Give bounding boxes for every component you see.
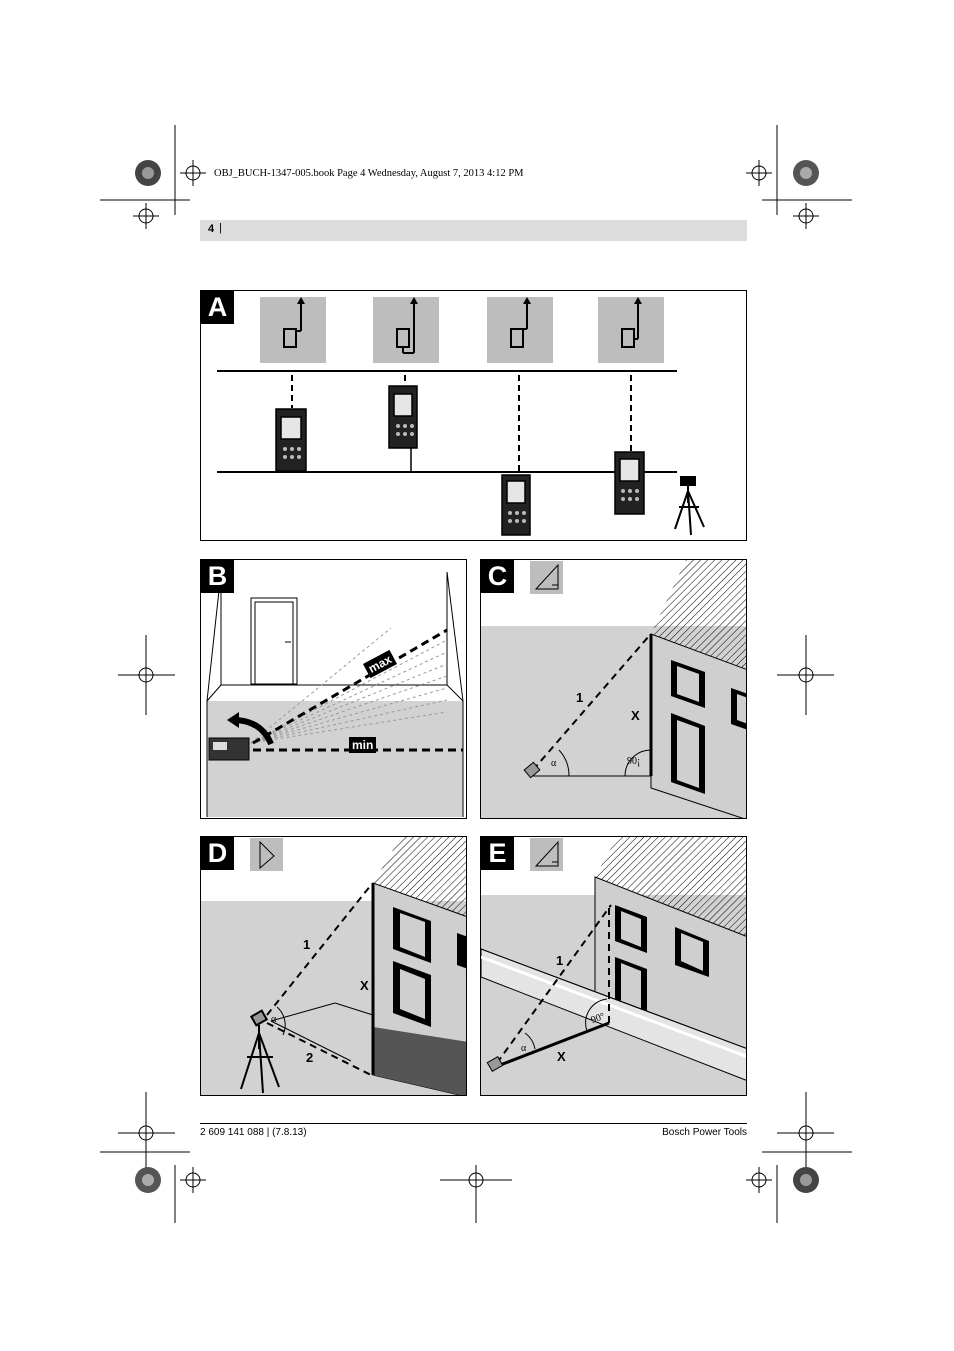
- indirect-length-icon: [530, 838, 563, 871]
- figure-c-label: C: [481, 560, 514, 593]
- trapezoid-height-icon: [250, 838, 283, 871]
- x-distance-label: X: [360, 978, 369, 993]
- alpha-angle-label: α: [551, 758, 557, 769]
- footer-rule: [200, 1123, 747, 1124]
- right-angle-label: 90¡: [627, 756, 641, 767]
- figure-a: A: [200, 290, 747, 541]
- footer-part-number: 2 609 141 088 | (7.8.13): [200, 1127, 307, 1138]
- footer-brand: Bosch Power Tools: [662, 1127, 747, 1138]
- line-2-label: 2: [306, 1050, 314, 1065]
- figure-e: E 1 X α 90°: [480, 836, 747, 1096]
- page-number: 4: [208, 223, 215, 235]
- indirect-height-icon: [530, 561, 563, 594]
- figure-c: C 1 X α 90¡: [480, 559, 747, 819]
- figure-c-drawing: [481, 560, 746, 818]
- figure-b: B max min: [200, 559, 467, 819]
- line-1-label: 1: [303, 937, 311, 952]
- figure-d: D 1 2 X α: [200, 836, 467, 1096]
- figure-a-label: A: [201, 291, 234, 324]
- figure-e-label: E: [481, 837, 514, 870]
- figure-d-drawing: [201, 837, 466, 1095]
- figure-e-drawing: [481, 837, 746, 1095]
- figure-d-label: D: [201, 837, 234, 870]
- figure-b-label: B: [201, 560, 234, 593]
- line-1-label: 1: [576, 690, 584, 705]
- alpha-angle-label: α: [271, 1014, 277, 1025]
- header-bar: [200, 220, 747, 241]
- min-range-label: min: [349, 737, 377, 753]
- slug-line: OBJ_BUCH-1347-005.book Page 4 Wednesday,…: [214, 168, 524, 179]
- page-number-separator: |: [219, 222, 222, 234]
- alpha-angle-label: α: [521, 1043, 527, 1054]
- line-1-label: 1: [556, 953, 564, 968]
- figure-b-drawing: [206, 571, 464, 817]
- x-distance-label: X: [631, 708, 640, 723]
- figure-a-drawing: [217, 297, 705, 536]
- x-distance-label: X: [557, 1049, 566, 1064]
